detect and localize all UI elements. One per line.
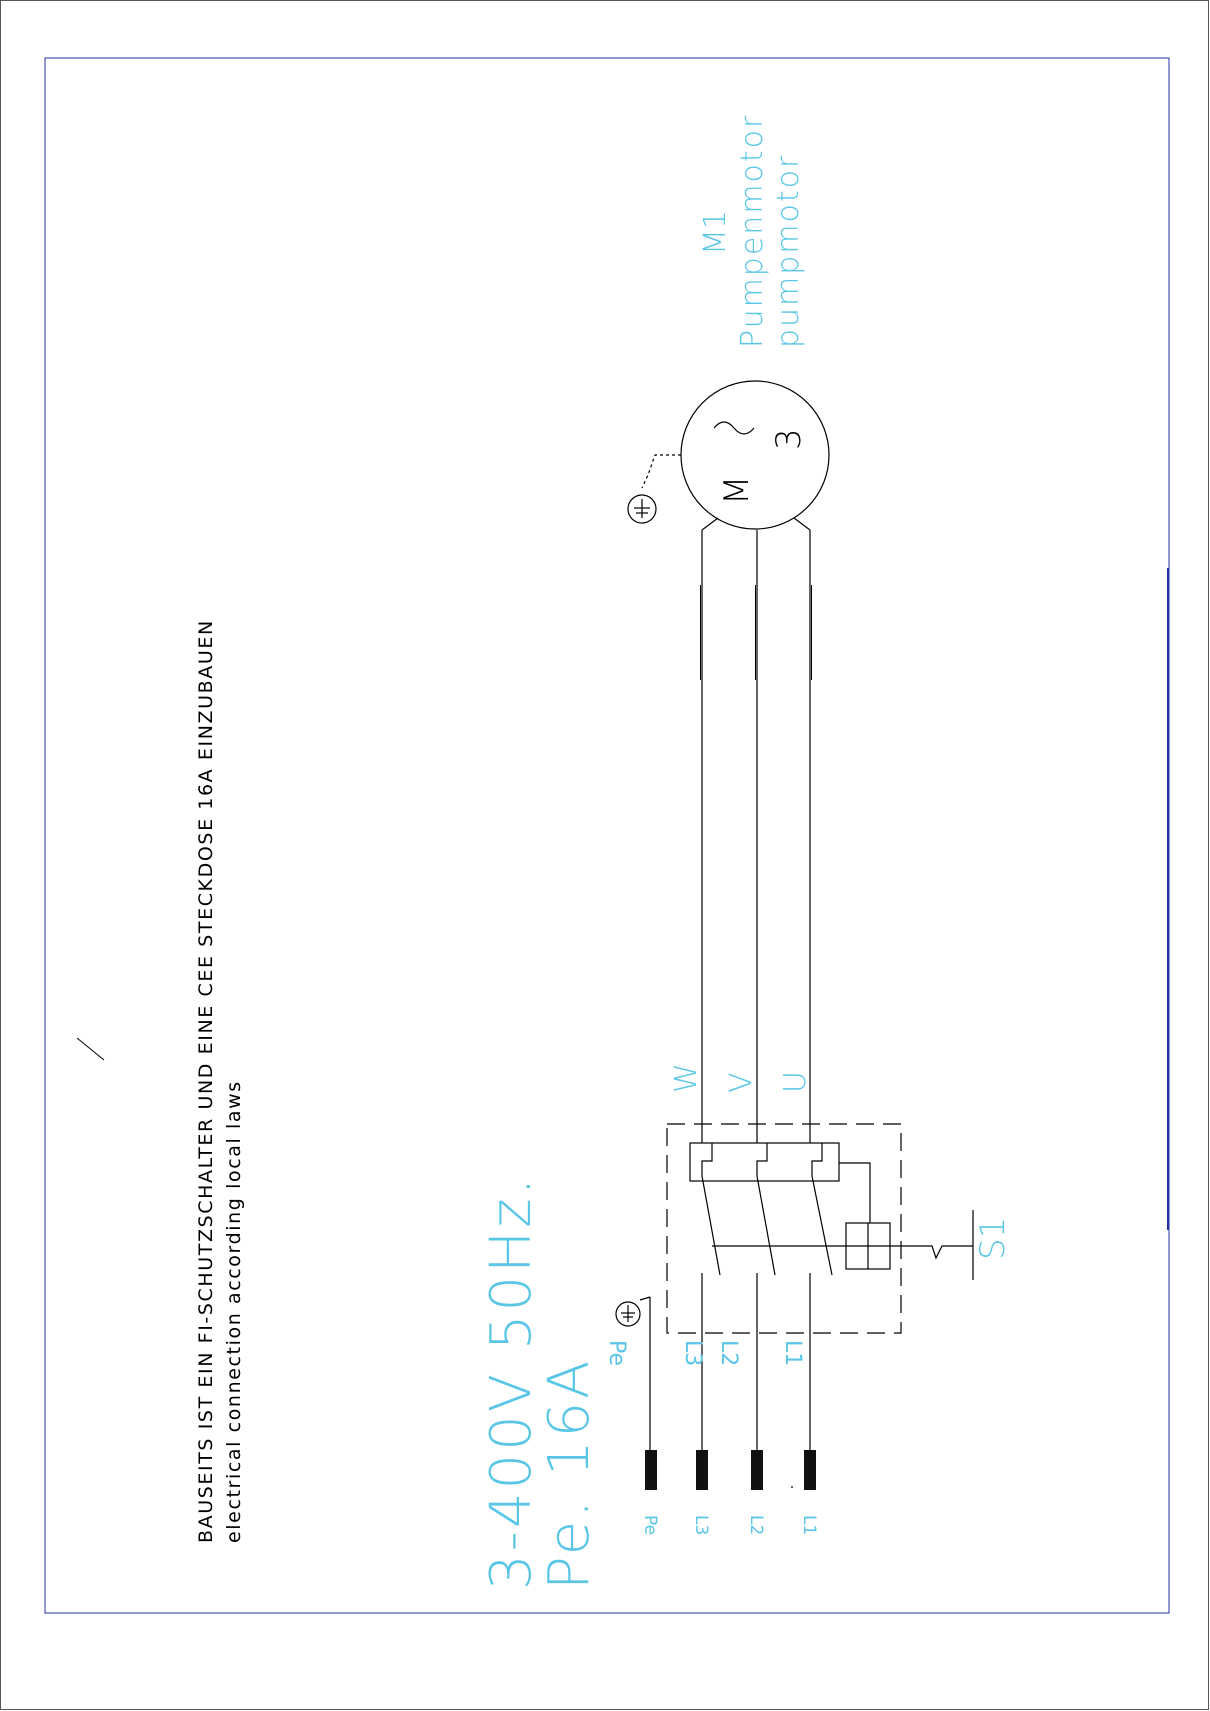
terminal-label-l1: L1 (799, 1515, 819, 1535)
switch-actuator (712, 1162, 974, 1280)
terminal-label-l3: L3 (691, 1515, 711, 1535)
switch-input-l2: L2 (716, 1340, 741, 1366)
switch-enclosure (666, 1123, 902, 1334)
motor-terminal-u: U (778, 1071, 813, 1093)
supply-voltage: 3-400V 50Hz. (479, 1175, 544, 1590)
actuator-link-top (839, 1162, 871, 1223)
motor-earth-lead (641, 454, 681, 489)
slash-mark (76, 1037, 105, 1061)
motor-name-en: pumpmotor (771, 154, 806, 348)
switch-input-l1: L1 (780, 1340, 805, 1366)
supply-fuse: Pe. 16A (537, 1358, 602, 1590)
note-installation-en: electrical connection according local la… (223, 1080, 245, 1543)
motor-symbol (680, 380, 830, 530)
motor-terminal-v: V (724, 1072, 759, 1093)
switch-input-pe: Pe (604, 1340, 629, 1366)
motor-tag: M1 (698, 210, 733, 255)
switch-input-l3: L3 (680, 1340, 705, 1366)
blade-l2 (756, 1175, 776, 1276)
earth-symbol-supply (615, 1296, 651, 1327)
terminal-l2 (751, 1450, 763, 1490)
motor-phase-count: 3 (769, 428, 809, 450)
contact-housing (689, 1142, 840, 1182)
wire-w-entry (701, 517, 719, 531)
earth-lead (639, 1296, 651, 1301)
contact-u (811, 1143, 823, 1176)
stray-dot (791, 1486, 793, 1488)
supply-terminals (645, 1450, 816, 1490)
contact-v (756, 1143, 768, 1176)
motor-wires (700, 517, 812, 1143)
terminal-l1 (804, 1450, 816, 1490)
switch-input-labels: Pe L3 L2 L1 (604, 1340, 805, 1366)
earth-symbol-motor (627, 454, 681, 524)
terminal-label-l2: L2 (746, 1515, 766, 1535)
motor-name-de: Pumpenmotor (735, 114, 770, 348)
contact-block (689, 1142, 840, 1182)
switch-tag: S1 (973, 1217, 1013, 1260)
earth-circle (615, 1301, 641, 1327)
blade-l3 (701, 1175, 721, 1276)
terminal-label-pe: Pe (640, 1515, 660, 1535)
terminal-l3 (696, 1450, 708, 1490)
motor-letter-m: M (717, 476, 757, 505)
contact-w (701, 1143, 713, 1176)
actuator-push-stem (890, 1245, 973, 1260)
terminal-pe (645, 1450, 657, 1490)
terminal-labels: Pe L3 L2 L1 (640, 1515, 819, 1535)
wire-u-entry (793, 517, 811, 531)
ac-symbol-icon (713, 421, 755, 435)
note-installation-de: BAUSEITS IST EIN FI-SCHUTZSCHALTER UND E… (195, 619, 217, 1543)
motor-earth-circle (627, 494, 657, 524)
motor-terminal-labels: W V U (669, 1063, 813, 1093)
switch-contacts (701, 1175, 833, 1290)
motor-circle (680, 380, 830, 530)
blade-l1 (811, 1175, 833, 1276)
supply-wires (649, 1290, 811, 1450)
motor-terminal-w: W (669, 1063, 704, 1093)
